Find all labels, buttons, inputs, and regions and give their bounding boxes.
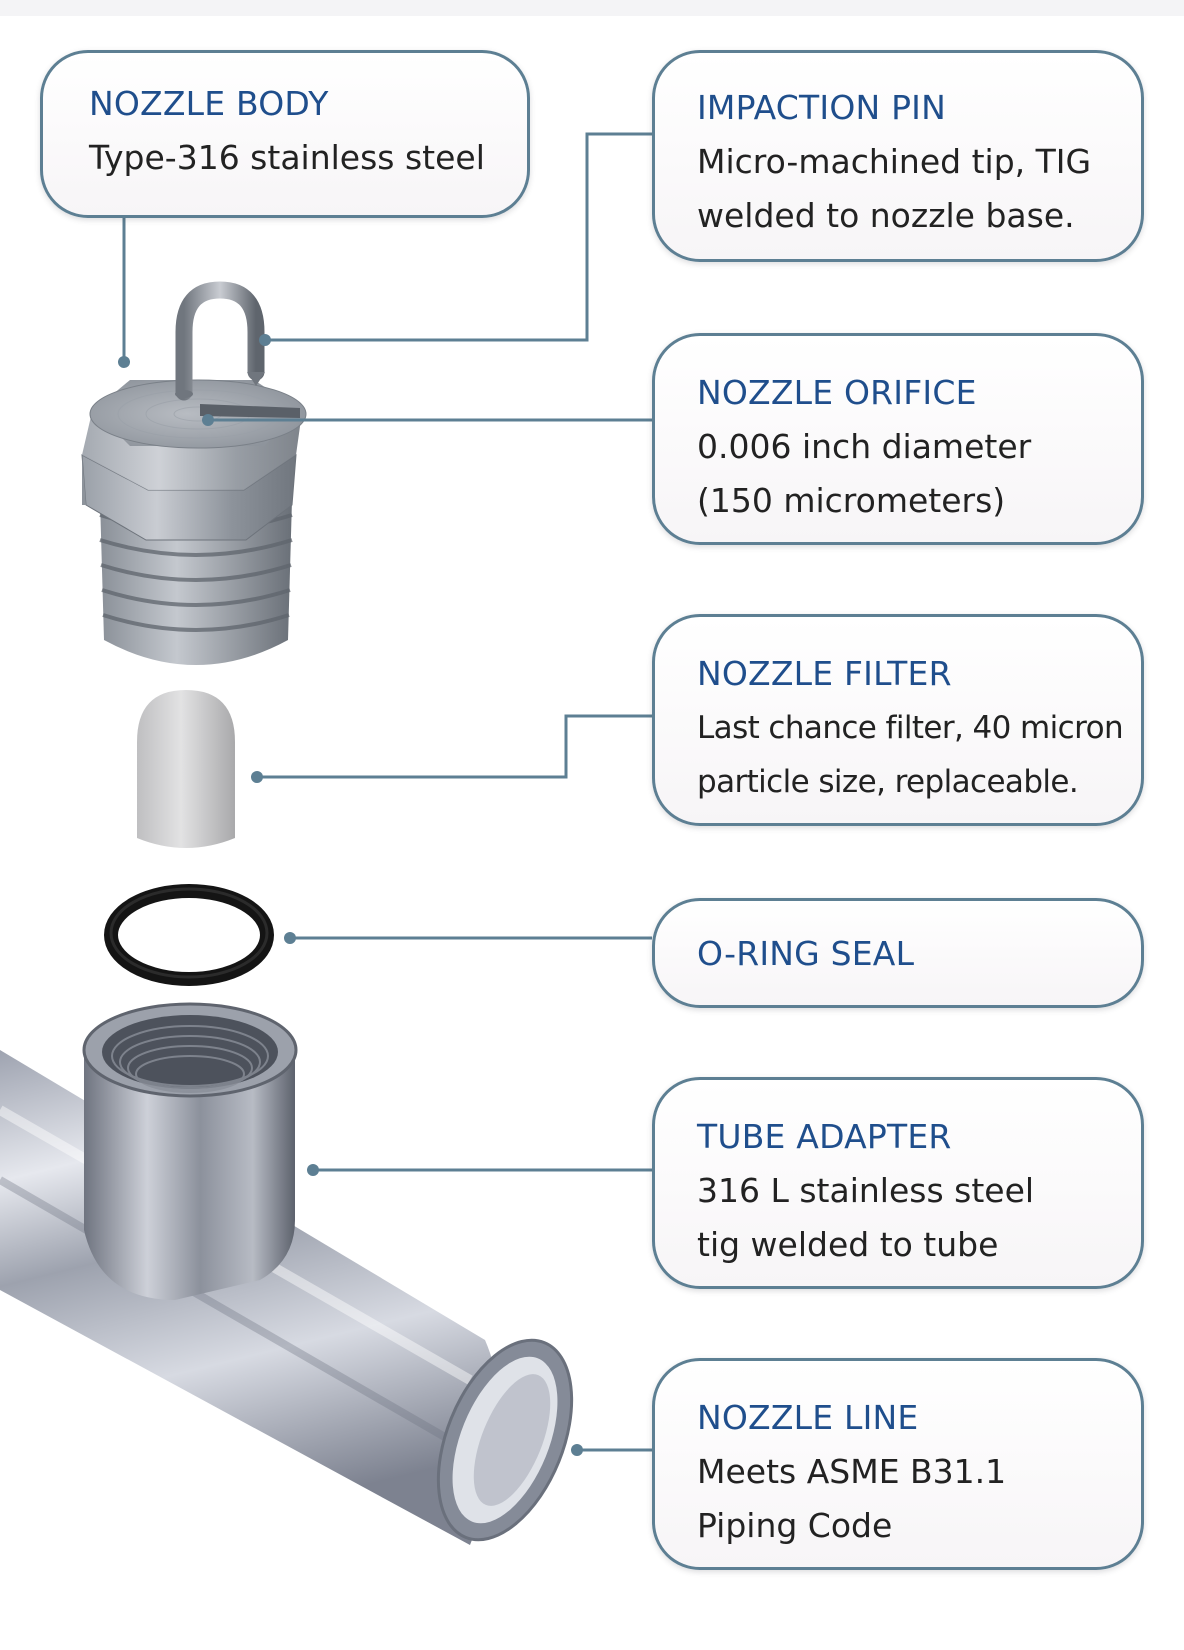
- nozzle-body-callout: NOZZLE BODY Type-316 stainless steel: [40, 50, 530, 218]
- nozzle-filter-title: NOZZLE FILTER: [697, 654, 952, 693]
- dot-nozzle-filter: [251, 771, 263, 783]
- nozzle-orifice-line-2: (150 micrometers): [697, 481, 1006, 520]
- tube-adapter-title: TUBE ADAPTER: [697, 1117, 952, 1156]
- dot-nozzle-line: [571, 1444, 583, 1456]
- impaction-pin-line-1: Micro-machined tip, TIG: [697, 142, 1092, 181]
- nozzle-line-line-2: Piping Code: [697, 1506, 893, 1545]
- nozzle-body-title: NOZZLE BODY: [89, 84, 329, 123]
- dot-impaction-pin: [259, 334, 271, 346]
- impaction-pin-shape: [175, 281, 265, 401]
- leader-lines: [122, 132, 652, 1452]
- tube-adapter-line-2: tig welded to tube: [697, 1225, 999, 1264]
- dot-tube-adapter: [307, 1164, 319, 1176]
- leader-impaction-pin: [265, 132, 652, 342]
- nozzle-filter-shape: [137, 690, 235, 848]
- nozzle-line-title: NOZZLE LINE: [697, 1398, 919, 1437]
- nozzle-body-line-1: Type-316 stainless steel: [89, 138, 485, 177]
- nozzle-orifice-line-1: 0.006 inch diameter: [697, 427, 1032, 466]
- tube-adapter-line-1: 316 L stainless steel: [697, 1171, 1035, 1210]
- o-ring-callout: O-RING SEAL: [652, 898, 1144, 1008]
- leader-nozzle-filter: [257, 714, 652, 779]
- impaction-pin-title: IMPACTION PIN: [697, 88, 946, 127]
- leader-dots: [118, 334, 583, 1456]
- impaction-pin-line-2: welded to nozzle base.: [697, 196, 1075, 235]
- nozzle-orifice-title: NOZZLE ORIFICE: [697, 373, 977, 412]
- o-ring-title: O-RING SEAL: [697, 934, 915, 973]
- impaction-pin-callout: IMPACTION PIN Micro-machined tip, TIG we…: [652, 50, 1144, 262]
- dot-o-ring: [284, 932, 296, 944]
- nozzle-filter-line-2: particle size, replaceable.: [697, 764, 1079, 800]
- tube-adapter-shape: [82, 1002, 298, 1300]
- dot-nozzle-body: [118, 356, 130, 368]
- nozzle-filter-line-1: Last chance filter, 40 micron: [697, 710, 1124, 746]
- tube-adapter-callout: TUBE ADAPTER 316 L stainless steel tig w…: [652, 1077, 1144, 1289]
- dot-nozzle-orifice: [202, 414, 214, 426]
- nozzle-body-shape: [81, 379, 307, 665]
- nozzle-line-line-1: Meets ASME B31.1: [697, 1452, 1007, 1491]
- o-ring-shape: [104, 884, 274, 986]
- nozzle-filter-callout: NOZZLE FILTER Last chance filter, 40 mic…: [652, 614, 1144, 826]
- top-band: [0, 0, 1184, 16]
- nozzle-orifice-callout: NOZZLE ORIFICE 0.006 inch diameter (150 …: [652, 333, 1144, 545]
- nozzle-line-callout: NOZZLE LINE Meets ASME B31.1 Piping Code: [652, 1358, 1144, 1570]
